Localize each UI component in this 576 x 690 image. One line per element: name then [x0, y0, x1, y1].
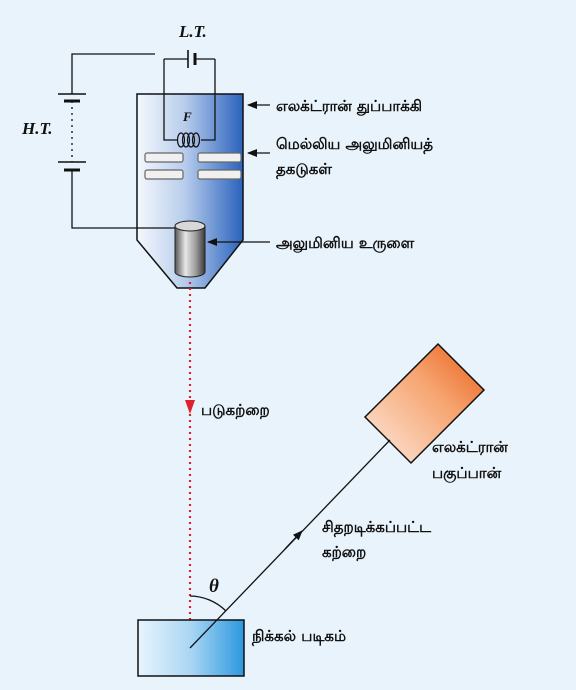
- nickel-crystal: [137, 619, 245, 677]
- lt-circuit: [163, 58, 216, 141]
- electron-gun-label: எலக்ட்ரான் துப்பாக்கி: [276, 97, 422, 116]
- scattered-beam-label-line1: சிதறடிக்கப்பட்ட: [322, 518, 432, 537]
- ht-battery: [58, 93, 86, 172]
- filament-coil: [176, 132, 201, 148]
- aluminium-plates: [144, 152, 242, 180]
- ht-circuit: [71, 53, 178, 229]
- filament-label: F: [182, 109, 192, 124]
- theta-label: θ: [209, 576, 219, 597]
- scattered-beam-arrow: [284, 530, 303, 550]
- analyser-label-line1: எலக்ட்ரான்: [432, 438, 508, 456]
- cylinder-label: அலுமினிய உருளை: [276, 234, 415, 253]
- lt-label: L.T.: [178, 22, 207, 41]
- electron-analyser: [363, 342, 486, 465]
- crystal-label: நிக்கல் படிகம்: [251, 627, 346, 646]
- incident-beam-arrow: [185, 400, 195, 414]
- plates-label-line2: தகடுகள்: [276, 160, 332, 179]
- aluminium-cylinder: [174, 220, 206, 278]
- plates-label-line1: மெல்லிய அலுமினியத்: [276, 135, 433, 154]
- incident-beam-label: படுகற்றை: [201, 401, 270, 419]
- theta-arc: [189, 595, 227, 612]
- analyser-label-line2: பகுப்பான்: [432, 464, 502, 483]
- ht-label: H.T.: [21, 119, 53, 138]
- lt-battery: [187, 50, 197, 68]
- scattered-beam-label-line2: கற்றை: [322, 543, 366, 561]
